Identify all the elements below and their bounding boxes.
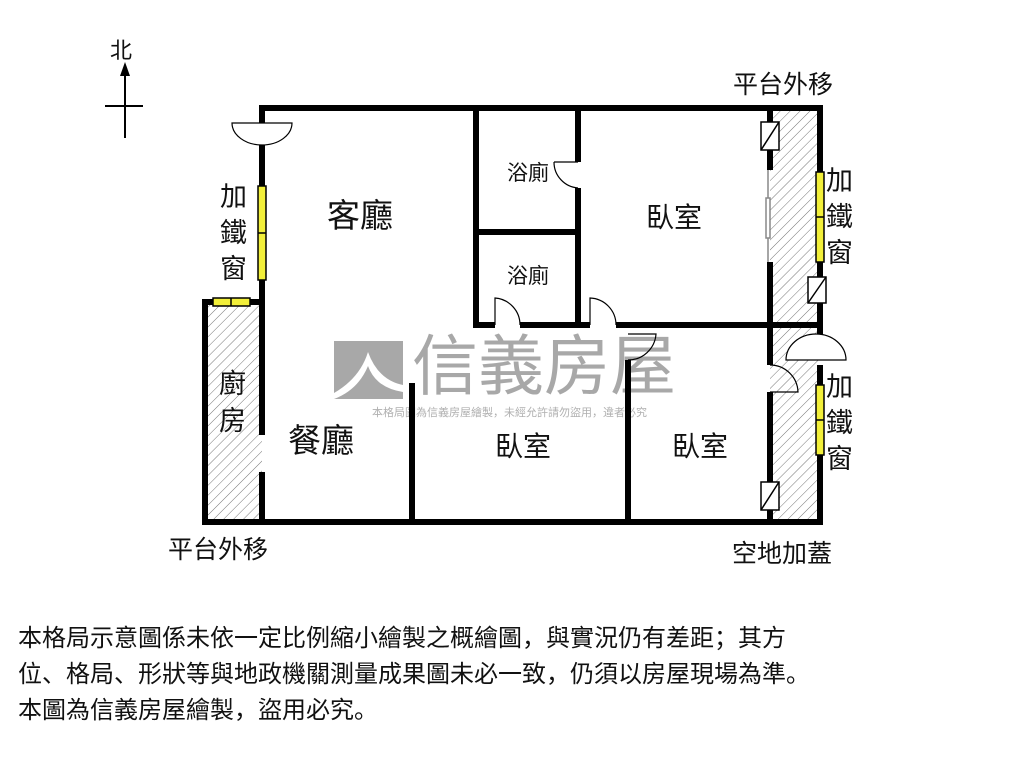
room-bath-2: 浴廁	[507, 264, 549, 288]
disclaimer: 本格局示意圖係未依一定比例縮小繪製之概繪圖，與實況仍有差距；其方 位、格局、形狀…	[18, 620, 1018, 728]
kitchen-area	[207, 304, 262, 520]
bedroom-1-door	[589, 297, 617, 326]
north-arrow-icon	[120, 62, 130, 76]
north-label: 北	[110, 39, 132, 64]
balcony-fixtures	[760, 121, 827, 511]
label-char: 鐵	[826, 202, 853, 233]
bedroom-3-door	[769, 364, 799, 393]
bath-1-door	[553, 161, 579, 189]
entry-door	[231, 122, 293, 146]
label-char: 加	[220, 182, 247, 213]
open-land-label: 空地加蓋	[732, 539, 832, 568]
label-char: 鐵	[220, 218, 247, 249]
room-bedroom-1: 臥室	[646, 201, 702, 234]
room-living: 客廳	[327, 196, 393, 235]
label-char: 房	[219, 406, 246, 437]
platform-bottom-label: 平台外移	[168, 535, 268, 564]
label-char: 鐵	[826, 408, 853, 439]
balcony-door	[785, 333, 847, 361]
walls	[202, 105, 823, 525]
iron-window-right-bottom-label: 加 鐵 窗	[826, 372, 853, 475]
north-compass: 北	[105, 39, 143, 138]
room-bath-1: 浴廁	[507, 161, 549, 185]
room-bedroom-3: 臥室	[672, 430, 728, 463]
iron-window-left-label: 加 鐵 窗	[220, 182, 247, 285]
watermark: 信義房屋 本格局圖為信義房屋繪製，未經允許請勿盜用，違者必究	[334, 328, 676, 419]
windows	[212, 171, 825, 456]
bath-2-door	[494, 297, 521, 326]
label-char: 窗	[826, 444, 853, 475]
room-bedroom-2: 臥室	[495, 430, 551, 463]
disclaimer-line: 本圖為信義房屋繪製，盜用必究。	[18, 696, 378, 724]
label-char: 窗	[826, 238, 853, 269]
doors	[231, 122, 847, 393]
label-char: 加	[826, 166, 853, 197]
watermark-notice: 本格局圖為信義房屋繪製，未經允許請勿盜用，違者必究	[372, 405, 647, 419]
disclaimer-line: 位、格局、形狀等與地政機關測量成果圖未必一致，仍須以房屋現場為準。	[18, 660, 810, 688]
label-char: 窗	[220, 254, 247, 285]
balcony-area	[770, 110, 818, 520]
label-char: 廚	[219, 369, 246, 400]
iron-window-right-top-label: 加 鐵 窗	[826, 166, 853, 269]
platform-top-label: 平台外移	[733, 70, 833, 99]
watermark-brand: 信義房屋	[412, 328, 676, 405]
room-dining: 餐廳	[288, 421, 354, 460]
kitchen-label: 廚 房	[219, 369, 246, 437]
label-char: 加	[826, 372, 853, 403]
disclaimer-line: 本格局示意圖係未依一定比例縮小繪製之概繪圖，與實況仍有差距；其方	[18, 624, 786, 652]
bedroom-2-door	[627, 333, 657, 361]
